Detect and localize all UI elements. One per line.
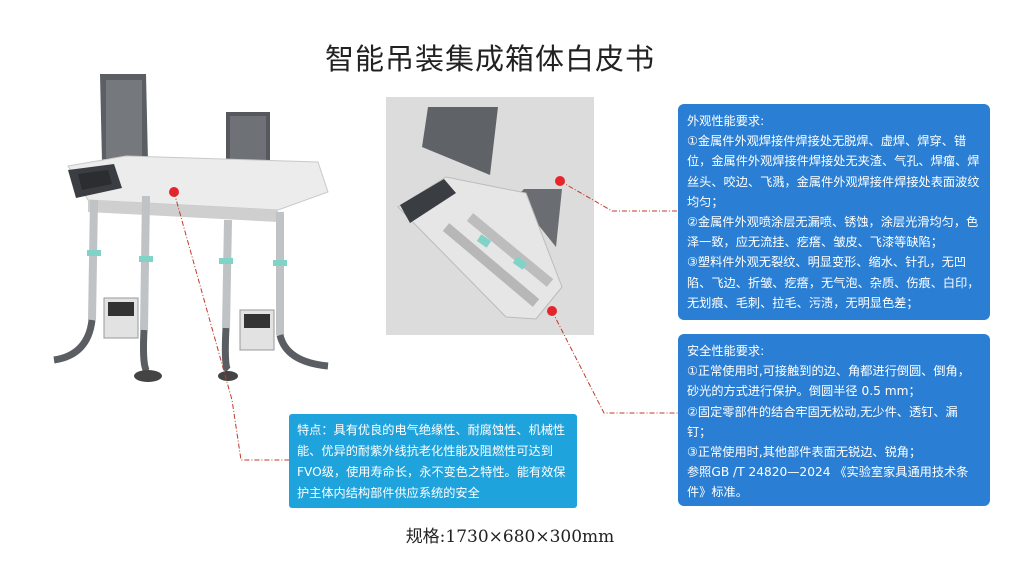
hood-ends <box>134 370 238 382</box>
safety-heading: 安全性能要求: <box>687 344 765 358</box>
support-arms <box>88 195 284 335</box>
features-box: 特点：具有优良的电气绝缘性、耐腐蚀性、机械性能、优异的耐紫外线抗老化性能及阻燃性… <box>289 414 577 508</box>
appearance-heading: 外观性能要求: <box>687 114 765 128</box>
appearance-item: ②金属件外观喷涂层无漏喷、锈蚀，涂层光滑均匀，色泽一致，应无流挂、疙瘩、皱皮、飞… <box>687 215 979 250</box>
safety-item: ①正常使用时,可接触到的边、角都进行倒圆、倒角，砂光的方式进行保护。倒圆半径 0… <box>687 364 970 399</box>
safety-requirements-box: 安全性能要求: ①正常使用时,可接触到的边、角都进行倒圆、倒角，砂光的方式进行保… <box>678 334 990 506</box>
safety-item: 参照GB /T 24820—2024 《实验室家具通用技术条件》标准。 <box>687 465 969 500</box>
safety-item: ③正常使用时,其他部件表面无锐边、锐角； <box>687 445 922 460</box>
appearance-item: ①金属件外观焊接件焊接处无脱焊、虚焊、焊穿、错位，金属件外观焊接件焊接处无夹渣、… <box>687 134 980 209</box>
page-title: 智能吊装集成箱体白皮书 <box>324 42 655 76</box>
spec-label: 规格:1730×680×300mm <box>405 527 615 547</box>
closeup-photo <box>386 97 594 335</box>
appearance-requirements-box: 外观性能要求: ①金属件外观焊接件焊接处无脱焊、虚焊、焊穿、错位，金属件外观焊接… <box>678 104 990 320</box>
features-text: 特点：具有优良的电气绝缘性、耐腐蚀性、机械性能、优异的耐紫外线抗老化性能及阻燃性… <box>297 423 566 500</box>
appearance-item: ③塑料件外观无裂纹、明显变形、缩水、针孔，无凹陷、飞边、折皱、疙瘩，无气泡、杂质… <box>687 255 980 310</box>
product-illustration <box>53 74 329 382</box>
exhaust-hoods <box>53 319 329 376</box>
safety-item: ②固定零部件的结合牢固无松动,无少件、透钉、漏钉； <box>687 404 958 439</box>
joint-rings <box>87 250 287 266</box>
